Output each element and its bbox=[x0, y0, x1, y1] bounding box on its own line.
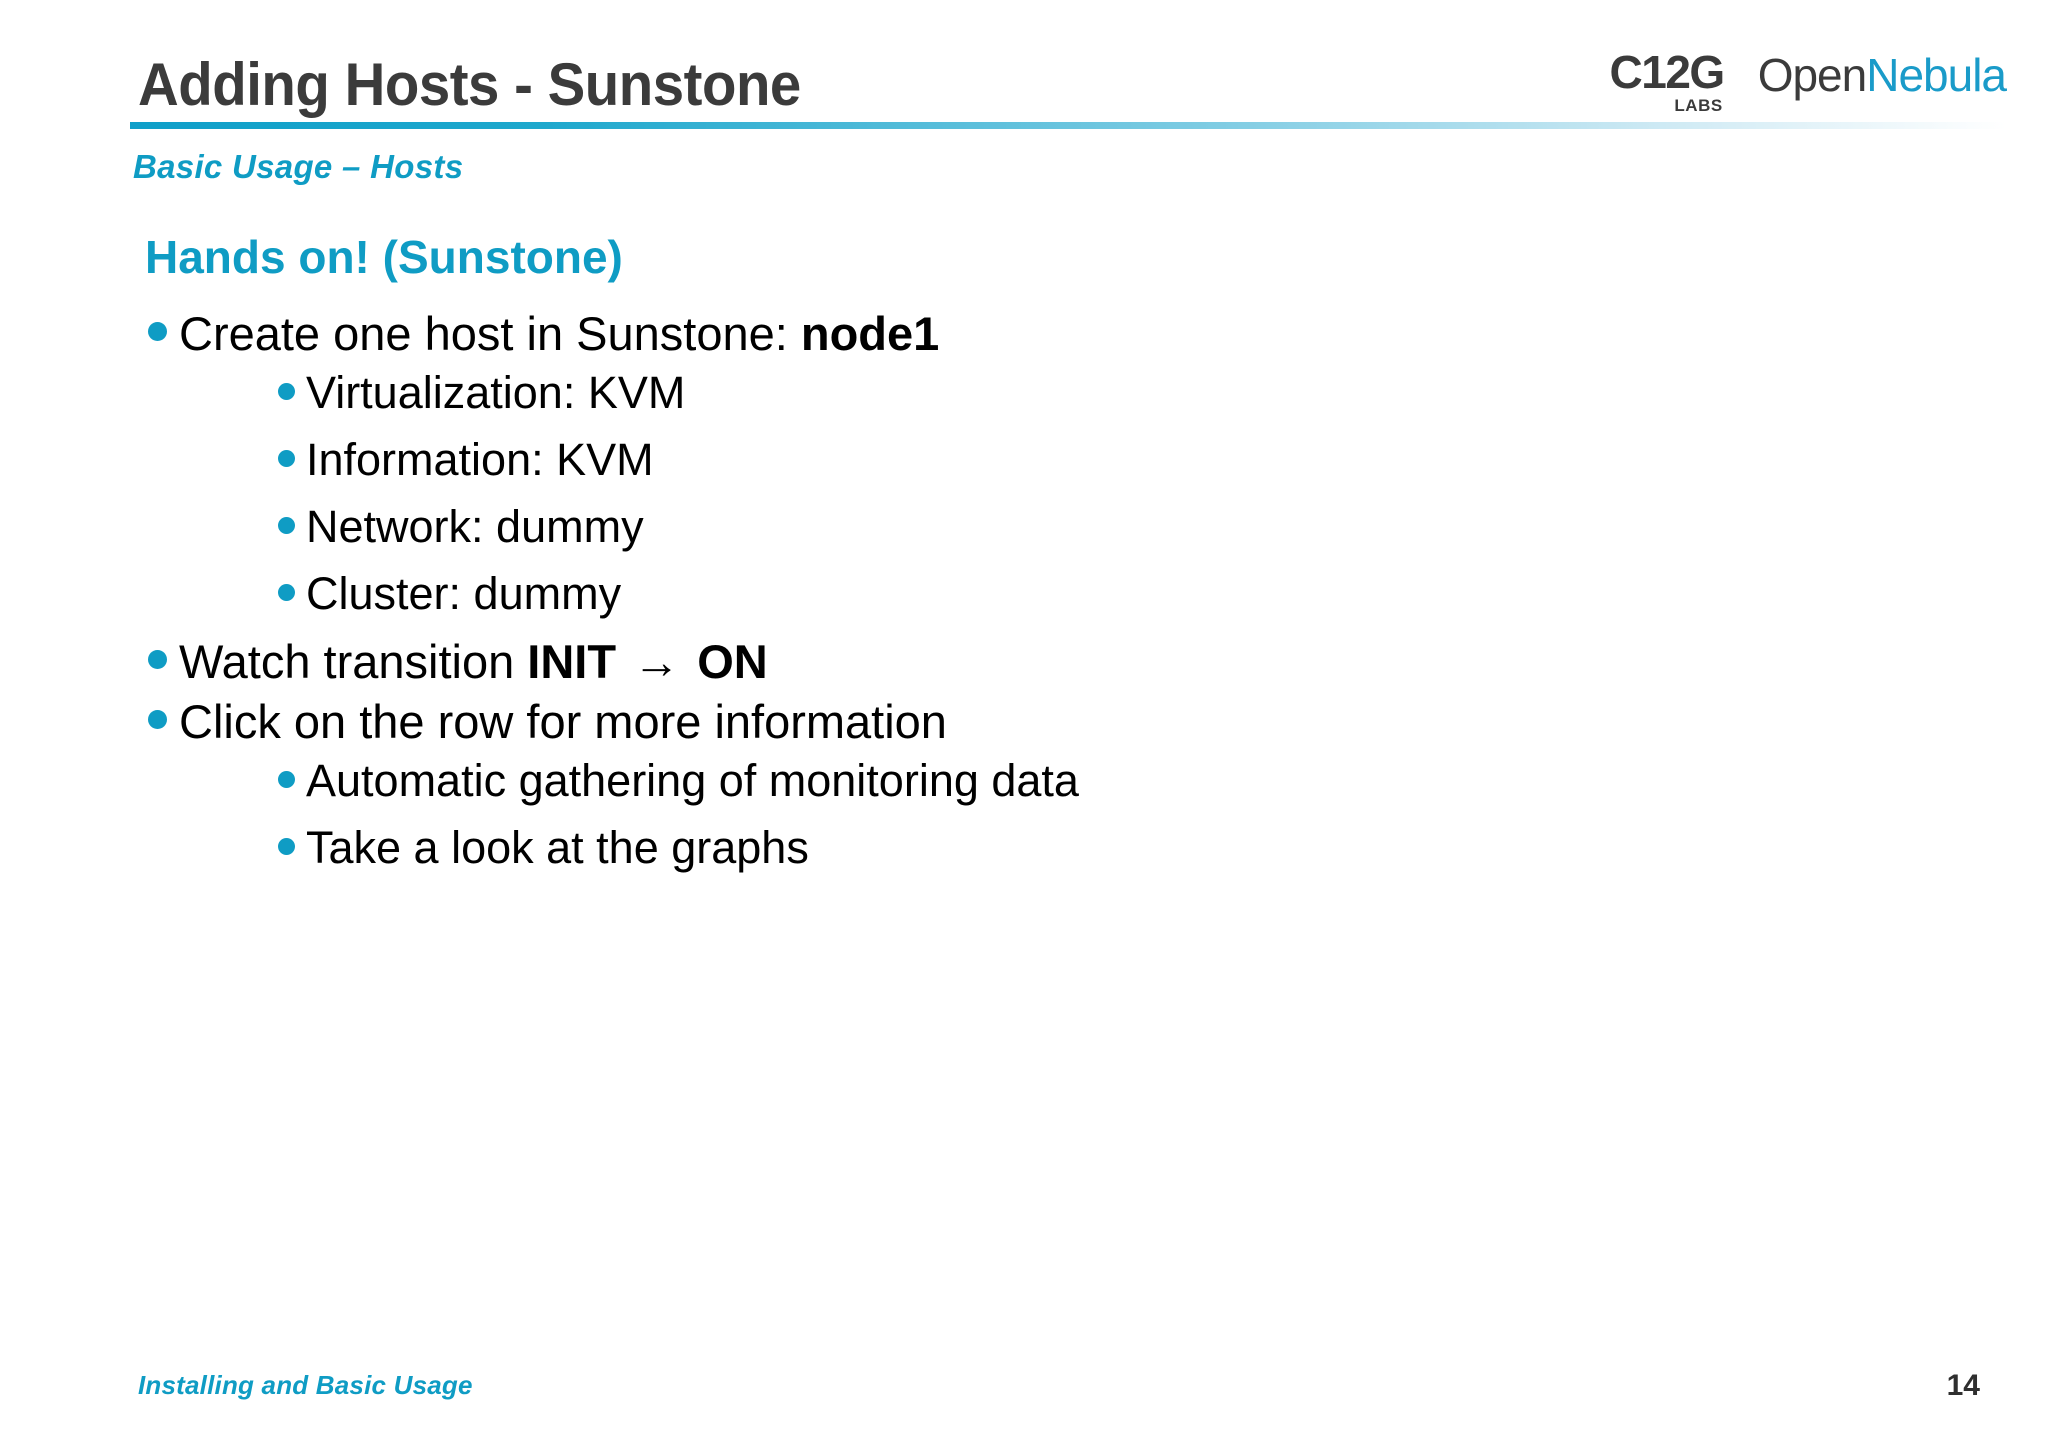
bullet-item: Click on the row for more information bbox=[0, 698, 2048, 745]
bullet-text-segment: Create one host in Sunstone: bbox=[179, 307, 801, 360]
bullet-text: Take a look at the graphs bbox=[306, 825, 809, 870]
bullet-text: Information: KVM bbox=[306, 437, 654, 482]
bullet-item: Take a look at the graphs bbox=[0, 825, 2048, 870]
opennebula-open-text: Open bbox=[1757, 49, 1868, 101]
bullet-dot-icon bbox=[278, 517, 295, 534]
opennebula-logo: OpenNebula bbox=[1757, 46, 2007, 101]
bullet-text-segment: Click on the row for more information bbox=[179, 695, 947, 748]
title-divider-rule bbox=[130, 122, 2006, 129]
bullet-text-segment: node1 bbox=[800, 307, 940, 360]
slide-footer: Installing and Basic Usage 14 bbox=[0, 1357, 2048, 1447]
bullet-text-segment: Take a look at the graphs bbox=[306, 822, 809, 873]
bullet-item: Watch transition INIT → ON bbox=[0, 638, 2048, 685]
bullet-dot-icon bbox=[278, 450, 295, 467]
bullet-item: Create one host in Sunstone: node1 bbox=[0, 310, 2048, 357]
bullet-text-segment: INIT bbox=[527, 635, 617, 688]
c12g-wordmark: C12G bbox=[1609, 46, 1726, 98]
bullet-text-segment: Network: dummy bbox=[306, 501, 644, 552]
bullet-text: Automatic gathering of monitoring data bbox=[306, 758, 1079, 803]
bullet-dot-icon bbox=[278, 838, 295, 855]
logo-area: C12G LABS OpenNebula bbox=[1609, 46, 2007, 115]
bullet-text-segment: Information: KVM bbox=[306, 434, 654, 485]
section-heading: Hands on! (Sunstone) bbox=[145, 231, 623, 283]
bullet-dot-icon bbox=[278, 584, 295, 601]
bullet-text: Cluster: dummy bbox=[306, 571, 621, 616]
arrow-right-icon: → bbox=[620, 635, 694, 688]
bullet-dot-icon bbox=[278, 383, 295, 400]
bullet-item: Network: dummy bbox=[0, 504, 2048, 549]
c12g-labs-logo: C12G LABS bbox=[1609, 46, 1726, 115]
bullet-dot-icon bbox=[148, 322, 167, 341]
bullet-text-segment: Watch transition bbox=[179, 635, 528, 688]
footer-section-label: Installing and Basic Usage bbox=[138, 1370, 473, 1400]
bullet-dot-icon bbox=[148, 710, 167, 729]
opennebula-nebula-text: Nebula bbox=[1866, 49, 2007, 101]
bullet-dot-icon bbox=[148, 650, 167, 669]
page-title: Adding Hosts - Sunstone bbox=[138, 51, 801, 118]
bullet-text: Click on the row for more information bbox=[179, 698, 947, 745]
bullet-text-segment: ON bbox=[697, 635, 768, 688]
bullet-text: Network: dummy bbox=[306, 504, 644, 549]
bullet-text-segment: Cluster: dummy bbox=[306, 568, 622, 619]
slide-header: Adding Hosts - Sunstone C12G LABS OpenNe… bbox=[0, 0, 2048, 185]
bullet-text: Watch transition INIT → ON bbox=[179, 638, 768, 685]
bullet-item: Information: KVM bbox=[0, 437, 2048, 482]
bullet-text-segment: Automatic gathering of monitoring data bbox=[306, 755, 1079, 806]
bullet-text: Create one host in Sunstone: node1 bbox=[179, 310, 939, 357]
bullet-dot-icon bbox=[278, 771, 295, 788]
page-number: 14 bbox=[1946, 1369, 1980, 1402]
slide-subtitle: Basic Usage – Hosts bbox=[133, 148, 464, 185]
bullet-item: Virtualization: KVM bbox=[0, 370, 2048, 415]
bullet-text: Virtualization: KVM bbox=[306, 370, 685, 415]
c12g-labs-subtext: LABS bbox=[1674, 96, 1723, 115]
bullet-text-segment: Virtualization: KVM bbox=[306, 367, 686, 418]
bullet-item: Automatic gathering of monitoring data bbox=[0, 758, 2048, 803]
bullet-item: Cluster: dummy bbox=[0, 571, 2048, 616]
